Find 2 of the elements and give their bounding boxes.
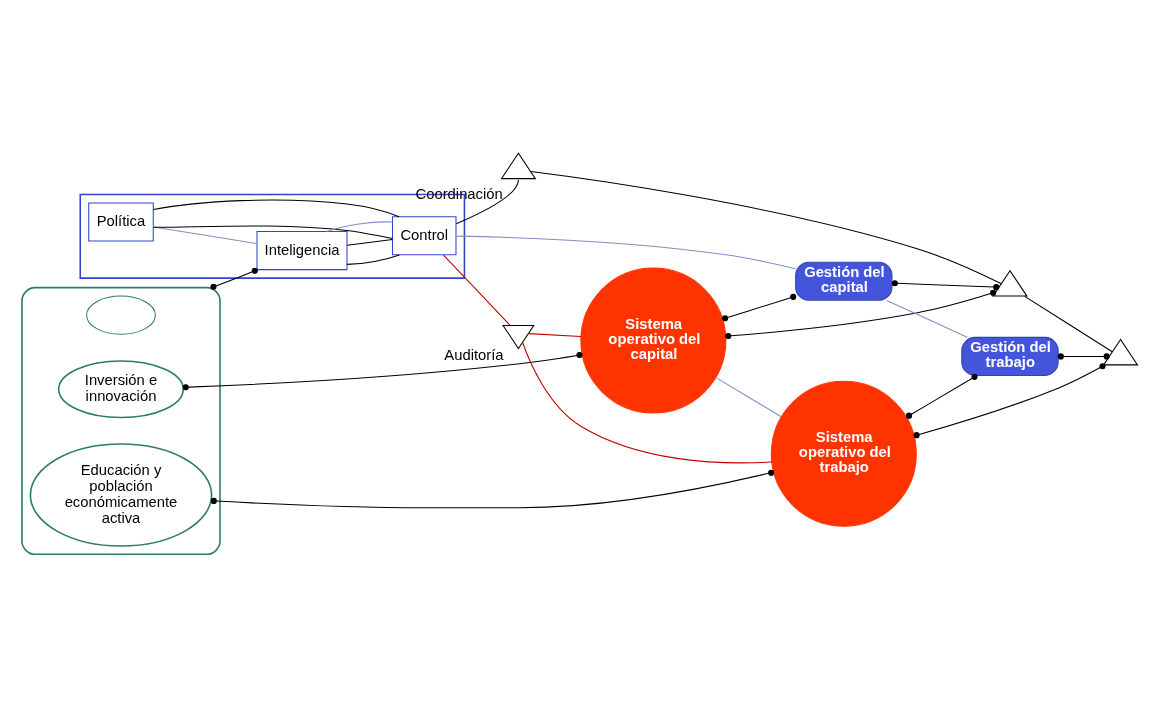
- node-label: Auditoría: [444, 346, 504, 363]
- node-label: Coordinación: [415, 185, 503, 202]
